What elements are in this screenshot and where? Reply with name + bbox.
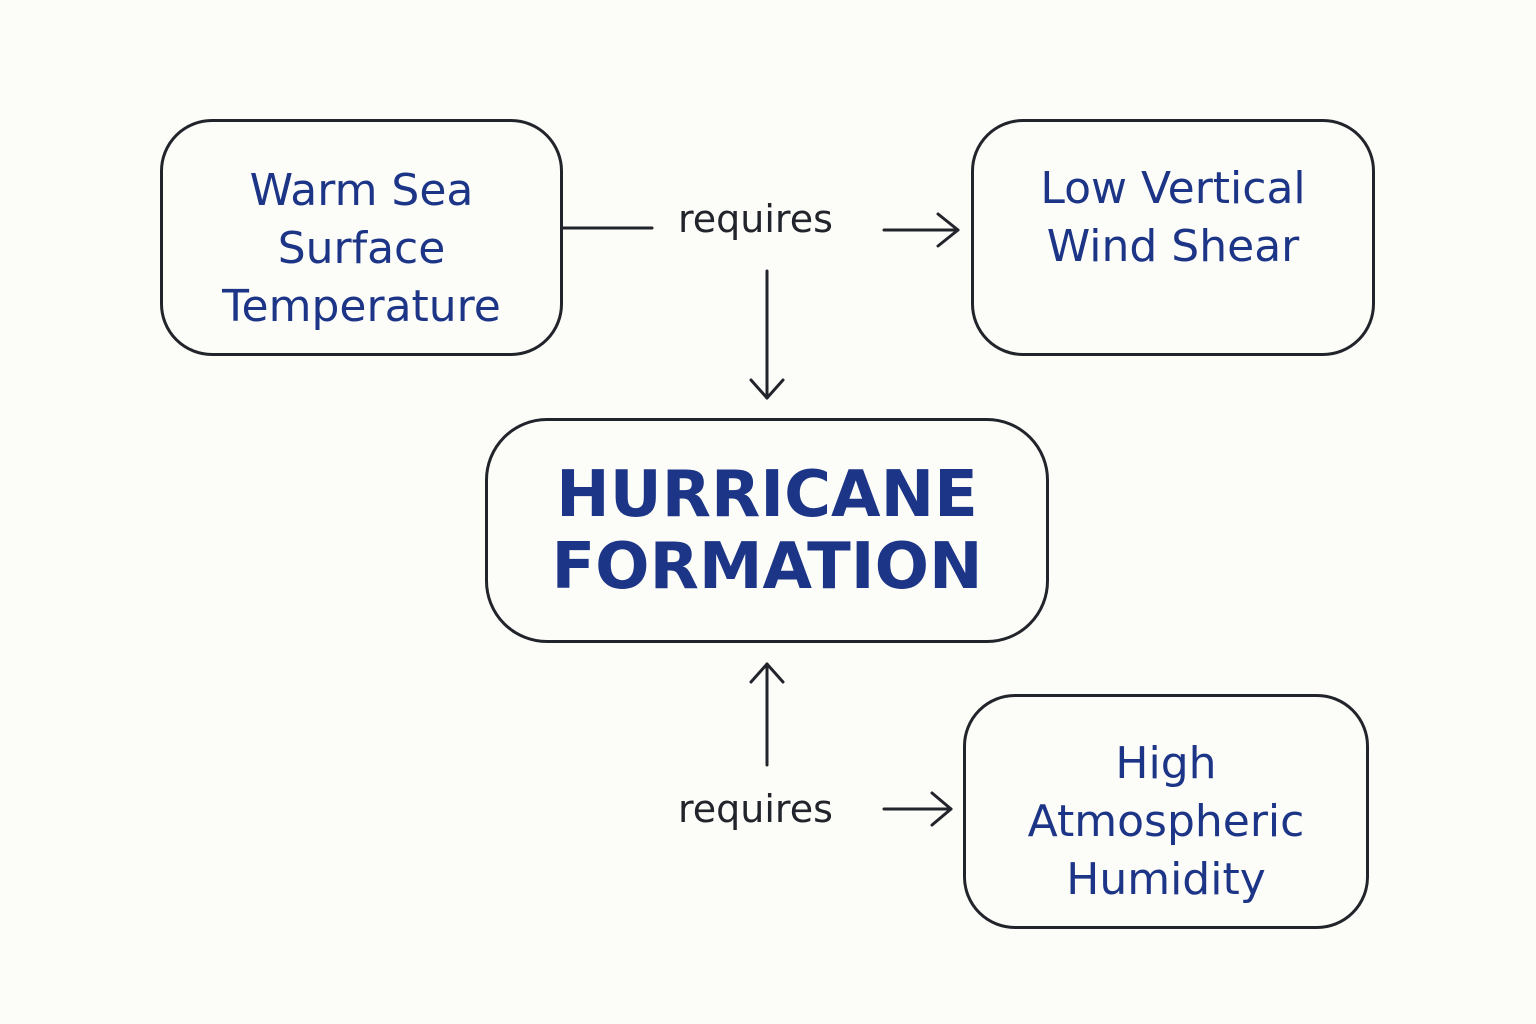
- node-label: High Atmospheric Humidity: [1027, 738, 1305, 905]
- arrow-head-up: [749, 662, 785, 684]
- arrow-head-down: [749, 378, 785, 400]
- node-high-atmospheric-humidity: High Atmospheric Humidity: [963, 694, 1369, 929]
- node-warm-sea-surface-temperature: Warm Sea Surface Temperature: [160, 119, 563, 356]
- node-low-vertical-wind-shear: Low Vertical Wind Shear: [971, 119, 1375, 356]
- node-label: Low Vertical Wind Shear: [1040, 163, 1306, 272]
- arrow-head-humidity: [930, 791, 953, 827]
- arrow-head-shear: [936, 212, 960, 248]
- edge-label-requires-bottom: requires: [672, 786, 839, 832]
- node-label: HURRICANE FORMATION: [551, 457, 983, 604]
- edge-label-requires-top: requires: [672, 196, 839, 242]
- node-hurricane-formation: HURRICANE FORMATION: [485, 418, 1049, 643]
- node-label: Warm Sea Surface Temperature: [222, 165, 501, 332]
